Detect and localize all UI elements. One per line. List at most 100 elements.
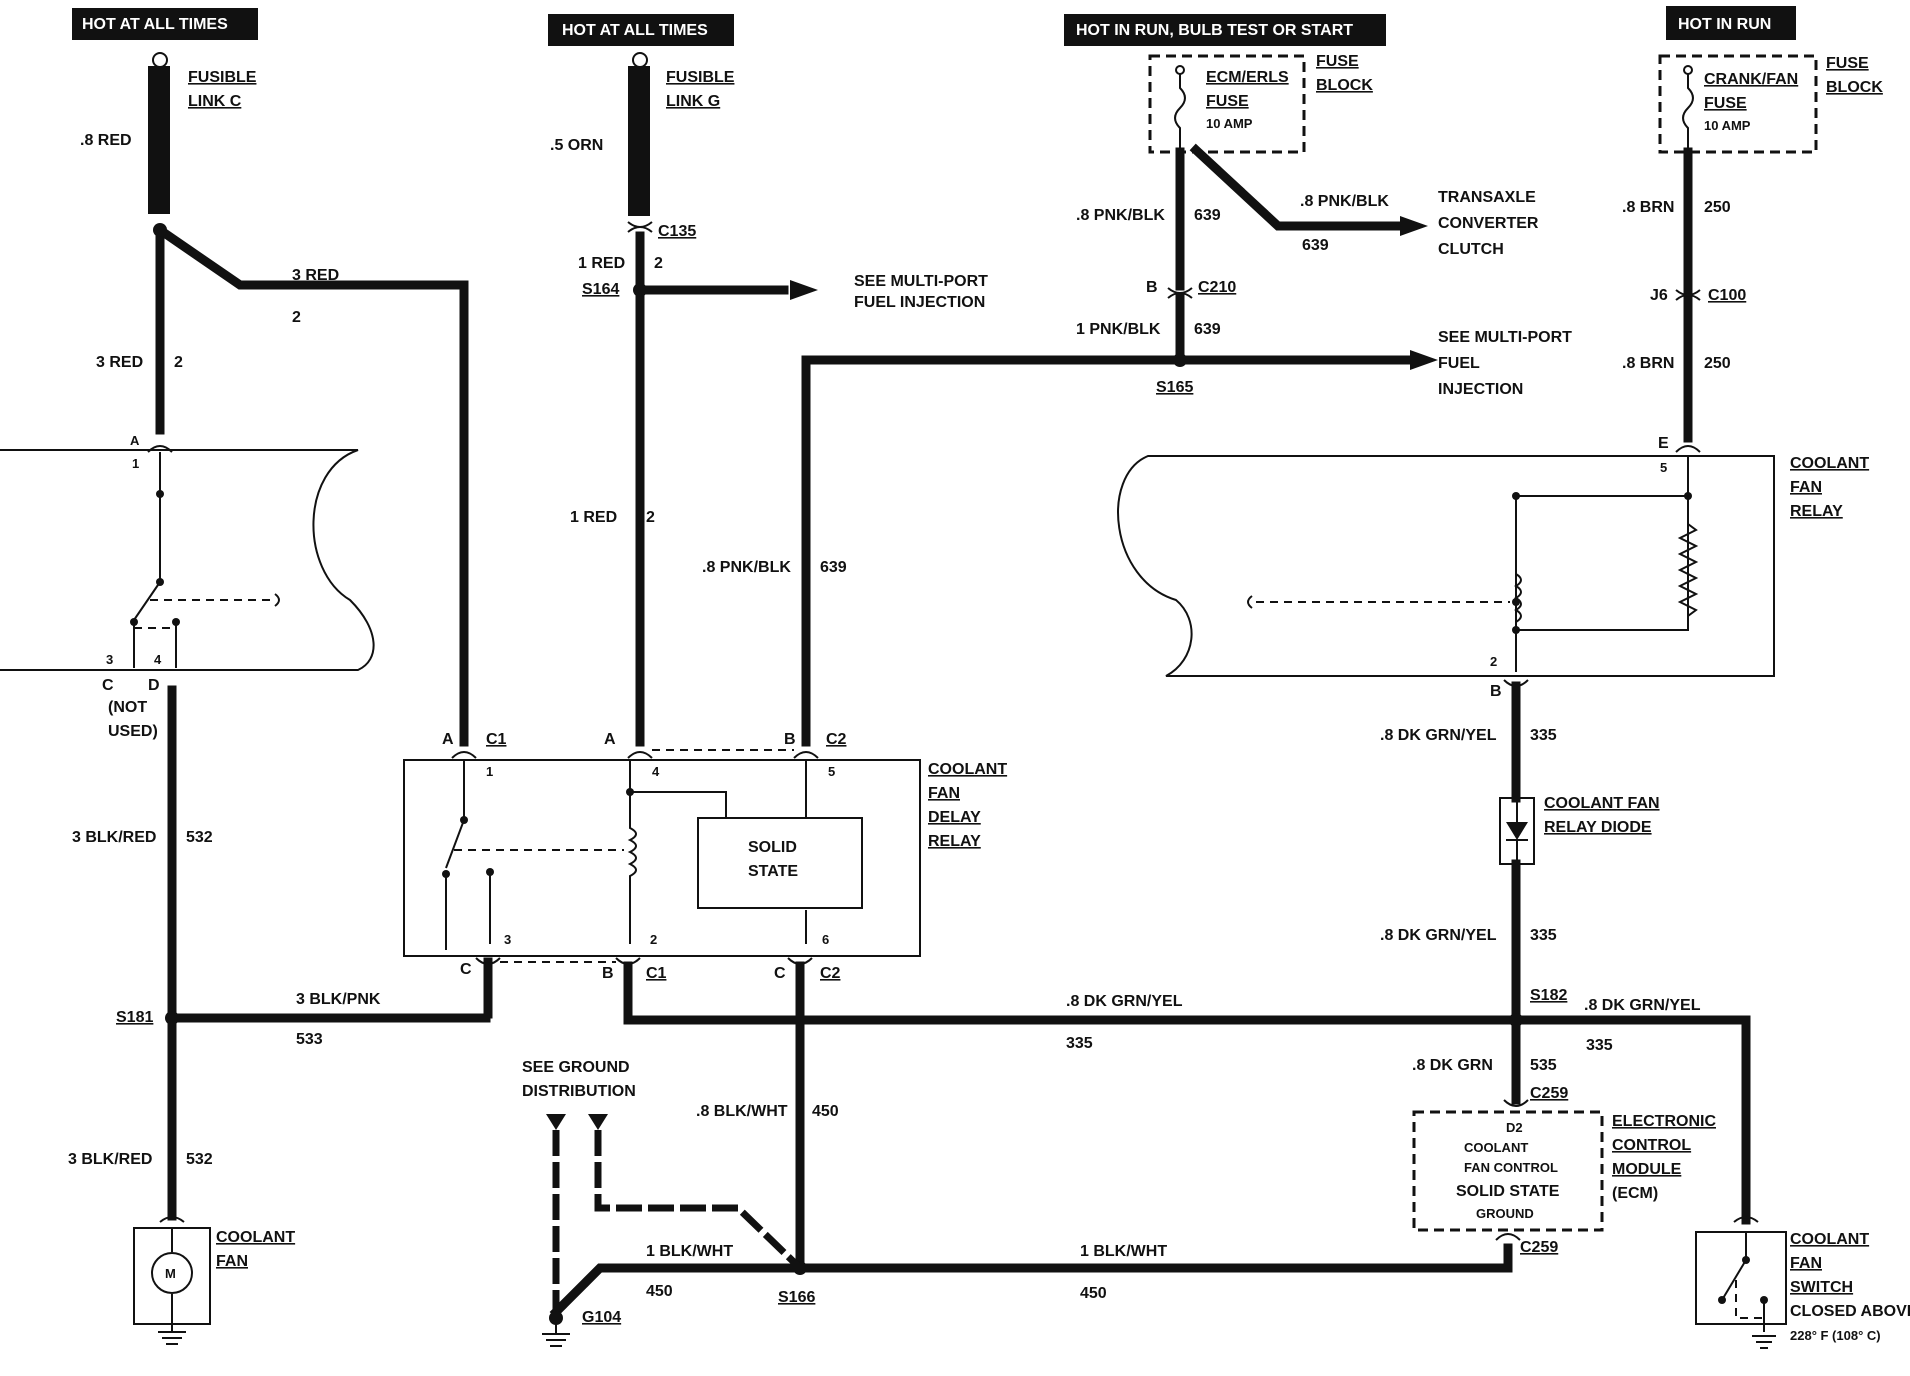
fusible-link-c-terminal bbox=[152, 52, 168, 68]
pin-b-relay: B bbox=[1490, 683, 1502, 700]
pin-2-relay: 2 bbox=[1490, 654, 1497, 669]
fuse-block-2-label-2: BLOCK bbox=[1826, 79, 1883, 96]
header-box-4 bbox=[1666, 6, 1796, 40]
arrow-mpfi-1 bbox=[790, 280, 818, 300]
wire-circuit-450-a: 450 bbox=[812, 1103, 839, 1120]
pin-6-delay: 6 bbox=[822, 932, 829, 947]
pin-e-relay: E bbox=[1658, 435, 1669, 452]
connector-c1-bottom-label: C1 bbox=[646, 965, 667, 982]
solid-state-box bbox=[697, 817, 863, 909]
diode-symbol-icon bbox=[1506, 822, 1528, 840]
wire-label-3-red-top: 3 RED bbox=[292, 267, 339, 284]
pin-a-left: A bbox=[130, 433, 140, 448]
relay-label-2: FAN bbox=[1790, 479, 1822, 496]
wire-label-dk-grn-yel-r2: .8 DK GRN/YEL bbox=[1380, 927, 1497, 944]
connector-c135 bbox=[627, 221, 653, 233]
pin-a-c1: A bbox=[442, 731, 454, 748]
arrow-mpfi-2 bbox=[1410, 350, 1438, 370]
fuse-block-1-label-1: FUSE bbox=[1316, 53, 1359, 70]
left-relay-node-1 bbox=[156, 490, 164, 498]
pin-b-c2: B bbox=[784, 731, 796, 748]
fusible-link-g-terminal bbox=[632, 52, 648, 68]
ecm-label-1: ELECTRONIC bbox=[1612, 1113, 1716, 1130]
wire-1-blk-wht-right bbox=[795, 1243, 1513, 1273]
pin-5-relay: 5 bbox=[1660, 460, 1667, 475]
wire-1-blk-wht-left bbox=[549, 1263, 805, 1319]
ecm-box bbox=[1412, 1110, 1604, 1232]
ground-arrow-2-icon bbox=[588, 1114, 608, 1130]
ground-arrow-1-icon bbox=[546, 1114, 566, 1130]
connector-c259-bottom-label: C259 bbox=[1520, 1239, 1558, 1256]
wire-label-8-red: .8 RED bbox=[80, 132, 132, 149]
wire-label-8-pnk-blk-mid: .8 PNK/BLK bbox=[702, 559, 791, 576]
wire-to-transaxle bbox=[1189, 143, 1405, 231]
wire-label-dk-grn-yel-r3: .8 DK GRN/YEL bbox=[1584, 997, 1701, 1014]
switch-label-5: 228° F (108° C) bbox=[1790, 1328, 1881, 1343]
ecm-label-3: MODULE bbox=[1612, 1161, 1682, 1178]
switch-label-3: SWITCH bbox=[1790, 1279, 1853, 1296]
left-relay-coil-stub bbox=[274, 593, 280, 607]
transaxle-3: CLUTCH bbox=[1438, 241, 1504, 258]
fusible-link-c bbox=[148, 66, 170, 214]
relay-label-1: COOLANT bbox=[1790, 455, 1869, 472]
wire-label-3-blk-red-a: 3 BLK/RED bbox=[72, 829, 156, 846]
switch-node-2 bbox=[1718, 1296, 1726, 1304]
ground-g104-label: G104 bbox=[582, 1309, 621, 1326]
coolant-fan-delay-relay bbox=[403, 759, 921, 957]
connector-c210 bbox=[1167, 287, 1193, 299]
ecm-inner-1: COOLANT bbox=[1464, 1140, 1528, 1155]
fuse-ecm-top-terminal bbox=[1175, 65, 1185, 75]
fuse-block-2-label-1: FUSE bbox=[1826, 55, 1869, 72]
fuse-block-crank-fan bbox=[1658, 54, 1818, 154]
wire-label-1-blk-wht-b: 1 BLK/WHT bbox=[1080, 1243, 1167, 1260]
fusible-link-g-label-1: FUSIBLE bbox=[666, 69, 735, 86]
wire-circuit-335-r1: 335 bbox=[1530, 727, 1557, 744]
delay-relay-label-2: FAN bbox=[928, 785, 960, 802]
wire-3-blk-pnk bbox=[167, 957, 493, 1023]
fuse-crank-amp: 10 AMP bbox=[1704, 118, 1751, 133]
connector-a-left bbox=[147, 445, 173, 453]
wire-label-5-orn: .5 ORN bbox=[550, 137, 603, 154]
ecm-inner-4: GROUND bbox=[1476, 1206, 1534, 1221]
connector-c210-pin-b: B bbox=[1146, 279, 1158, 296]
ground-g104-icon bbox=[542, 1324, 570, 1347]
fuse-crank-top-terminal bbox=[1683, 65, 1693, 75]
wire-circuit-2-c135: 2 bbox=[654, 255, 663, 272]
fuse-block-1-label-2: BLOCK bbox=[1316, 77, 1373, 94]
header-hot-in-run: HOT IN RUN bbox=[1678, 16, 1771, 33]
pin-c-left: C bbox=[102, 677, 114, 694]
diode-label-2: RELAY DIODE bbox=[1544, 819, 1652, 836]
relay-resistor bbox=[1677, 523, 1699, 630]
connector-c135-label: C135 bbox=[658, 223, 696, 240]
delay-relay-label-1: COOLANT bbox=[928, 761, 1007, 778]
motor-label: M bbox=[165, 1266, 176, 1281]
wire-circuit-335-r2: 335 bbox=[1530, 927, 1557, 944]
connector-c2-b bbox=[793, 751, 819, 759]
fuse-ecm-erls-label: ECM/ERLS bbox=[1206, 69, 1289, 86]
wire-8-dk-grn-yel-335 bbox=[623, 961, 1513, 1025]
delay-relay-coil bbox=[627, 760, 727, 944]
connector-c259-top bbox=[1503, 1099, 1529, 1107]
wire-circuit-532-a: 532 bbox=[186, 829, 213, 846]
coolant-fan-relay-housing bbox=[1117, 455, 1775, 677]
left-relay-link bbox=[134, 599, 275, 629]
wire-circuit-535: 535 bbox=[1530, 1057, 1557, 1074]
wire-8-pnk-blk-to-delay bbox=[801, 355, 1185, 747]
switch-label-1: COOLANT bbox=[1790, 1231, 1869, 1248]
pin-a-delay-2: A bbox=[604, 731, 616, 748]
relay-node-1 bbox=[1512, 492, 1520, 500]
wire-circuit-335-r3: 335 bbox=[1586, 1037, 1613, 1054]
see-ground-2: DISTRIBUTION bbox=[522, 1083, 636, 1100]
connector-c210-label: C210 bbox=[1198, 279, 1236, 296]
wire-circuit-2-mid: 2 bbox=[646, 509, 655, 526]
splice-s182-label: S182 bbox=[1530, 987, 1567, 1004]
arrow-transaxle bbox=[1400, 216, 1428, 236]
wire-label-1-red-mid: 1 RED bbox=[570, 509, 617, 526]
delay-relay-node-4 bbox=[626, 788, 634, 796]
switch-connector bbox=[1733, 1216, 1759, 1223]
wire-label-3-blk-pnk: 3 BLK/PNK bbox=[296, 991, 381, 1008]
fuse-block-ecm-erls bbox=[1148, 54, 1306, 154]
see-mpfi-1-a: SEE MULTI-PORT bbox=[854, 273, 988, 290]
wire-dk-grn-yel-to-switch bbox=[1511, 1015, 1751, 1225]
